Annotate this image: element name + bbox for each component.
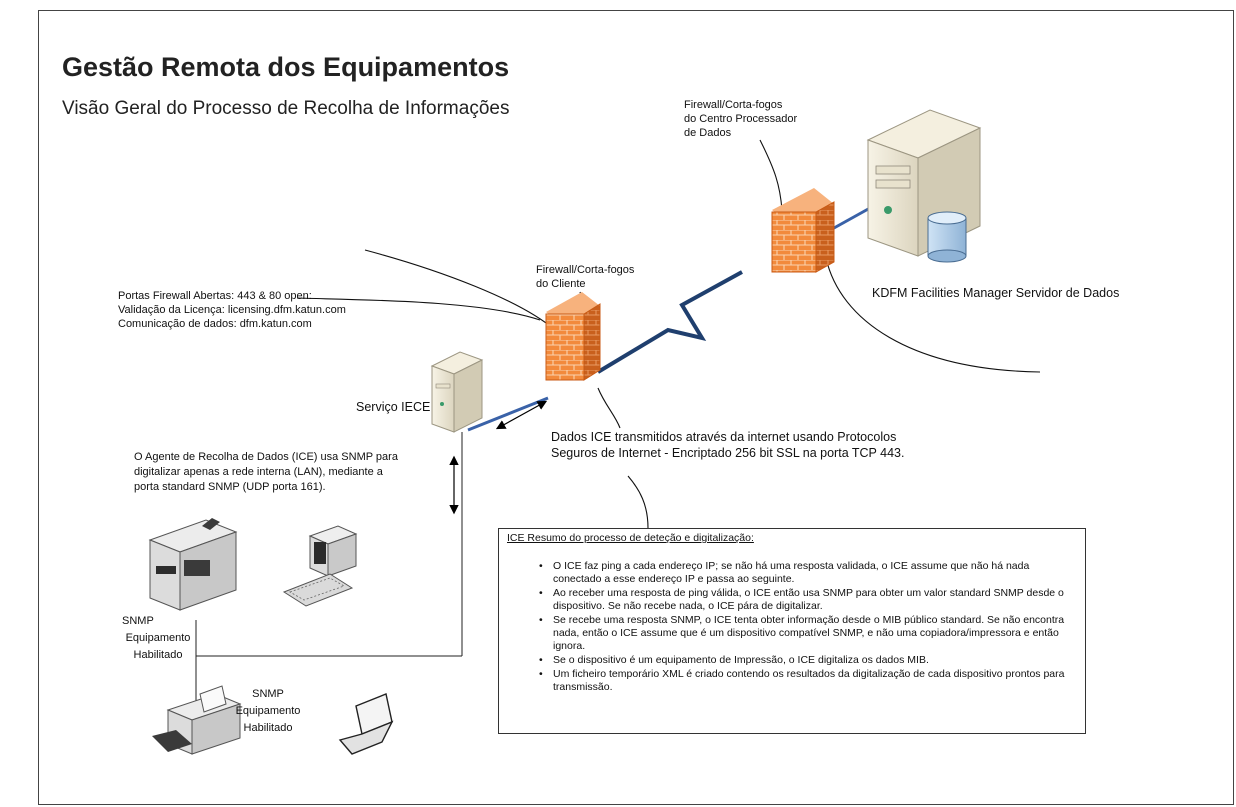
transmission-label: Dados ICE transmitidos através da intern…: [551, 430, 905, 460]
desktop-computer-icon: [282, 525, 358, 607]
page-subtitle: Visão Geral do Processo de Recolha de In…: [62, 98, 510, 119]
bidirectional-arrow-iece: [495, 400, 548, 430]
callout-ports-top: [364, 249, 556, 331]
server-label: KDFM Facilities Manager Servidor de Dado…: [872, 286, 1120, 300]
multifunction-printer-icon: [148, 518, 238, 611]
callout-server: [825, 257, 1041, 373]
ports-label: Portas Firewall Abertas: 443 & 80 open: …: [118, 290, 346, 330]
summary-item: O ICE faz ping a cada endereço IP; se nã…: [539, 560, 1079, 586]
summary-item: Se recebe uma resposta SNMP, o ICE tenta…: [539, 614, 1079, 653]
printer-icon: [152, 685, 242, 755]
summary-list: O ICE faz ping a cada endereço IP; se nã…: [539, 560, 1079, 695]
summary-item: Um ficheiro temporário XML é criado cont…: [539, 668, 1079, 694]
page-title: Gestão Remota dos Equipamentos: [62, 52, 510, 82]
callout-ports-bottom: [296, 297, 541, 321]
agent-label: O Agente de Recolha de Dados (ICE) usa S…: [134, 451, 398, 493]
firewall-brick-icon: [771, 188, 835, 273]
callout-lines: [296, 139, 1041, 529]
summary-item: Se o dispositivo é um equipamento de Imp…: [539, 654, 1079, 667]
summary-item: Ao receber uma resposta de ping válida, …: [539, 587, 1079, 613]
callout-firewall-center: [759, 139, 783, 211]
snmp-device-label-2: SNMP Equipamento Habilitado: [235, 688, 301, 734]
snmp-device-label-1: SNMP Equipamento Habilitado: [122, 615, 191, 661]
summary-title: ICE Resumo do processo de deteção e digi…: [507, 532, 754, 544]
lan-lines: [195, 432, 463, 702]
callout-transmission: [597, 387, 621, 429]
firewall-center-label: Firewall/Corta-fogos do Centro Processad…: [684, 99, 798, 139]
process-summary-box: ICE Resumo do processo de deteção e digi…: [498, 528, 1086, 734]
firewall-brick-icon: [545, 292, 601, 381]
database-icon: [927, 211, 967, 263]
pc-tower-icon: [430, 351, 484, 433]
firewall-client-label: Firewall/Corta-fogos do Cliente: [536, 264, 635, 290]
lightning-link-icon: [596, 270, 743, 374]
laptop-icon: [338, 693, 394, 755]
iece-service-label: Serviço IECE: [356, 400, 431, 414]
callout-summary: [627, 475, 649, 529]
diagram-frame: [38, 10, 1234, 805]
